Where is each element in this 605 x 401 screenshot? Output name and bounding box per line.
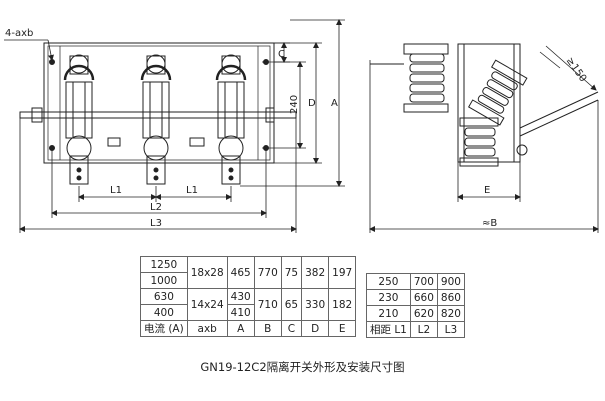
side-base xyxy=(457,43,521,163)
table-cell: 710 xyxy=(253,288,282,321)
table-cell: 410 xyxy=(226,304,255,321)
table-row: 210 620 820 xyxy=(366,305,465,322)
table-row: 1250 18x28 465 770 75 382 197 xyxy=(140,256,357,289)
dim-a-label: A xyxy=(331,98,338,109)
table-cell: 250 xyxy=(366,273,411,290)
side-view xyxy=(370,43,599,167)
table-header-cell: C xyxy=(280,320,303,337)
table-header-cell: B xyxy=(253,320,282,337)
side-dimensions xyxy=(369,45,599,233)
table-row: 250 700 900 xyxy=(366,273,465,290)
table-cell: 465 xyxy=(226,256,255,289)
pole-1 xyxy=(63,54,95,185)
table-header-cell: L2 xyxy=(409,321,438,338)
lower-insulator xyxy=(459,117,499,167)
table-row: 230 660 860 xyxy=(366,289,465,306)
front-view xyxy=(19,42,297,185)
dim-240-label: 240 xyxy=(289,95,300,114)
front-dimensions xyxy=(4,19,345,233)
dim-c-label: C xyxy=(278,49,285,60)
table-cell: 210 xyxy=(366,305,411,322)
table-cell: 1250 xyxy=(140,256,188,273)
table-cell: 18x28 xyxy=(186,256,228,289)
table-cell: 630 xyxy=(140,288,188,305)
table-cell: 770 xyxy=(253,256,282,289)
mounting-hole xyxy=(49,59,55,65)
dim-l2-label: L2 xyxy=(150,202,162,213)
table-cell: 330 xyxy=(301,288,330,321)
table-cell: 900 xyxy=(436,273,465,290)
table-row: 630 14x24 430 710 65 330 182 xyxy=(140,288,357,321)
dim-angle-label: ≥150 xyxy=(564,55,589,84)
table-cell: 1000 xyxy=(140,272,188,289)
table-header-row: 电流 (A) axb A B C D E xyxy=(140,320,357,337)
pole-2 xyxy=(140,54,172,185)
table-row: 400 410 xyxy=(140,304,356,321)
upper-insulator xyxy=(370,43,449,113)
table-cell: 14x24 xyxy=(186,288,228,321)
table-cell: 820 xyxy=(436,305,465,322)
table-cell: 230 xyxy=(366,289,411,306)
table-header-cell: L3 xyxy=(436,321,465,338)
dimension-table-right: 250 700 900 230 660 860 210 620 820 相距 L… xyxy=(366,273,465,338)
figure-caption: GN19-12C2隔离开关外形及安装尺寸图 xyxy=(200,360,405,374)
table-header-cell: axb xyxy=(186,320,228,337)
dim-d-label: D xyxy=(308,98,316,109)
table-header-row: 相距 L1 L2 L3 xyxy=(366,321,465,338)
base-frame xyxy=(43,42,275,164)
table-cell: 75 xyxy=(280,256,303,289)
table-cell: 65 xyxy=(280,288,303,321)
table-cell: 182 xyxy=(328,288,357,321)
table-header-cell: E xyxy=(328,320,357,337)
table-cell: 700 xyxy=(409,273,438,290)
table-cell: 400 xyxy=(140,304,188,321)
dim-l3-label: L3 xyxy=(150,218,162,229)
operating-shaft xyxy=(19,111,297,119)
table-cell: 660 xyxy=(409,289,438,306)
dim-l1-left-label: L1 xyxy=(110,185,122,196)
table-cell: 430 xyxy=(226,288,255,305)
table-cell: 197 xyxy=(328,256,357,289)
moving-insulator xyxy=(467,59,528,126)
dim-l1-right-label: L1 xyxy=(186,185,198,196)
table-header-cell: D xyxy=(301,320,330,337)
table-cell: 382 xyxy=(301,256,330,289)
table-header-cell: A xyxy=(226,320,255,337)
table-header-cell: 相距 L1 xyxy=(366,321,411,338)
holes-label: 4-axb xyxy=(5,28,33,39)
dimension-table-left: 1250 18x28 465 770 75 382 197 1000 630 1… xyxy=(140,256,357,337)
mounting-hole xyxy=(49,145,55,151)
table-cell: 860 xyxy=(436,289,465,306)
dim-b-label: ≈B xyxy=(482,218,497,229)
table-cell: 620 xyxy=(409,305,438,322)
table-header-cell: 电流 (A) xyxy=(140,320,188,337)
pole-3 xyxy=(215,54,247,185)
dim-e-label: E xyxy=(484,185,490,196)
